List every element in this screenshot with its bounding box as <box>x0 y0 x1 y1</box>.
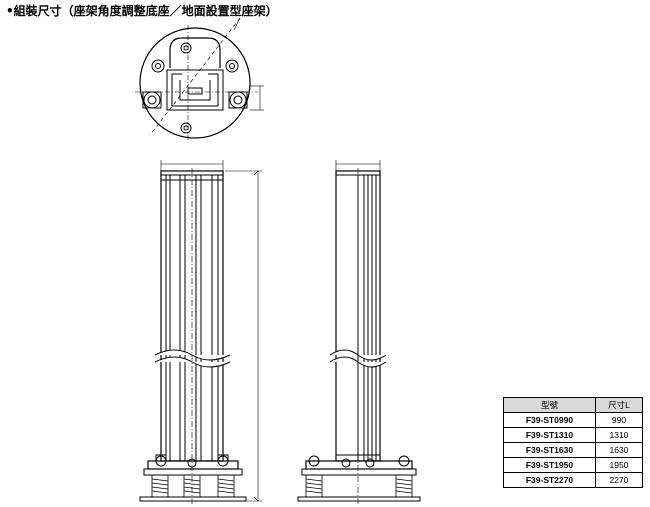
table-row: F39-ST1310 1310 <box>503 427 644 443</box>
size-cell: 1950 <box>594 457 644 473</box>
page-title: •組裝尺寸（座架角度調整底座／地面設置型座架） <box>6 4 278 18</box>
front-view <box>139 160 262 505</box>
size-cell: 1310 <box>594 427 644 443</box>
model-cell: F39-ST0990 <box>503 412 596 428</box>
size-cell: 990 <box>594 412 644 428</box>
header-size: 尺寸L <box>594 397 644 413</box>
model-cell: F39-ST1310 <box>503 427 596 443</box>
table-row: F39-ST0990 990 <box>503 412 644 428</box>
size-cell: 1630 <box>594 442 644 458</box>
spec-table-header: 型號 尺寸L <box>503 397 644 413</box>
table-row: F39-ST2270 2270 <box>503 472 644 488</box>
table-row: F39-ST1630 1630 <box>503 442 644 458</box>
table-row: F39-ST1950 1950 <box>503 457 644 473</box>
size-cell: 2270 <box>594 472 644 488</box>
top-view <box>135 17 264 142</box>
model-cell: F39-ST2270 <box>503 472 596 488</box>
header-model: 型號 <box>503 397 596 413</box>
spec-table: 型號 尺寸L F39-ST0990 990 F39-ST1310 1310 F3… <box>503 397 644 488</box>
side-view <box>297 160 421 505</box>
model-cell: F39-ST1950 <box>503 457 596 473</box>
model-cell: F39-ST1630 <box>503 442 596 458</box>
